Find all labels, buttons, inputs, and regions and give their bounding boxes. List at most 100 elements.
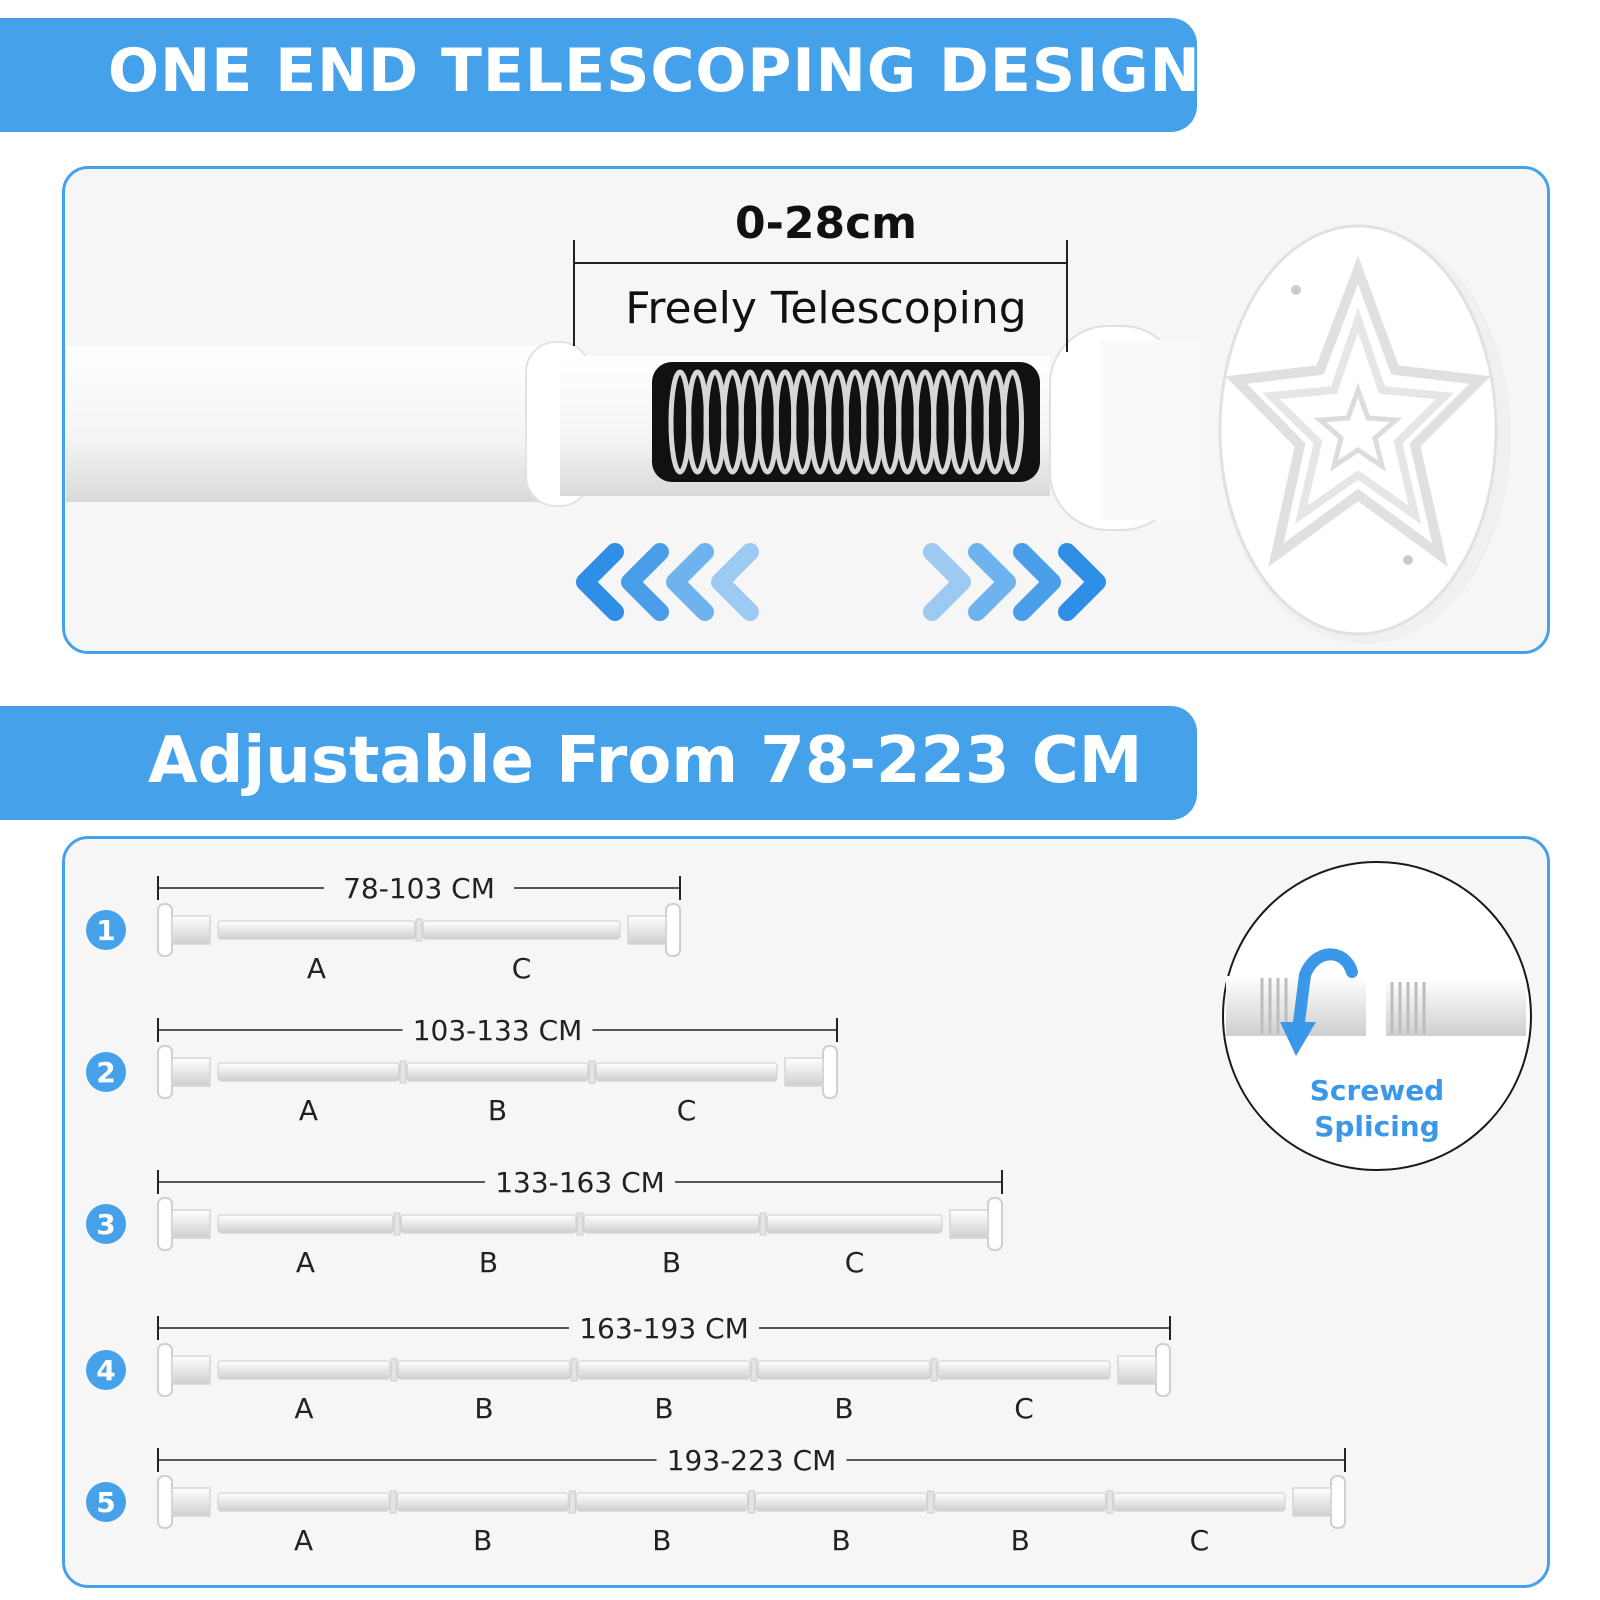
rod-end-cap bbox=[665, 903, 681, 957]
rod-end-cap bbox=[157, 1197, 173, 1251]
rod-segment bbox=[577, 1360, 751, 1380]
rod-segment bbox=[595, 1062, 778, 1082]
spring-coil bbox=[1001, 369, 1024, 475]
step-badge bbox=[86, 1482, 126, 1522]
rod-segment bbox=[1113, 1492, 1286, 1512]
banner-title: ONE END TELESCOPING DESIGN bbox=[108, 36, 1201, 106]
rod-end-sleeve bbox=[1292, 1487, 1332, 1517]
banner-telescoping: ONE END TELESCOPING DESIGN bbox=[0, 18, 1200, 132]
rod-segment bbox=[757, 1360, 931, 1380]
segment-label: B bbox=[488, 1094, 507, 1127]
rod-segment bbox=[937, 1360, 1111, 1380]
rod-end-sleeve bbox=[171, 1355, 211, 1385]
segment-joint bbox=[576, 1212, 584, 1236]
rod-segment bbox=[766, 1214, 943, 1234]
chevrons-left-icon bbox=[576, 543, 759, 621]
rod-segment bbox=[217, 1492, 390, 1512]
segment-joint bbox=[393, 1212, 401, 1236]
splicing-label-line1: Screwed bbox=[1310, 1074, 1444, 1107]
rod-segment bbox=[217, 1360, 391, 1380]
rod-end-cap bbox=[1155, 1343, 1171, 1397]
step-number: 1 bbox=[96, 914, 115, 947]
segment-joint bbox=[1106, 1490, 1114, 1514]
segment-label: A bbox=[294, 1524, 313, 1557]
chevrons-right-icon bbox=[923, 543, 1106, 621]
rod-end-cap bbox=[822, 1045, 838, 1099]
segment-label: A bbox=[307, 952, 326, 985]
rod-end-sleeve bbox=[784, 1057, 824, 1087]
rod-end-sleeve bbox=[171, 1209, 211, 1239]
segment-label: B bbox=[474, 1392, 493, 1425]
rod-segment bbox=[406, 1062, 589, 1082]
segment-joint bbox=[930, 1358, 938, 1382]
segment-joint bbox=[390, 1358, 398, 1382]
segment-label: C bbox=[677, 1094, 697, 1127]
segment-joint bbox=[759, 1212, 767, 1236]
step-number: 4 bbox=[96, 1354, 115, 1387]
rod-segment bbox=[754, 1492, 928, 1512]
rod-segment bbox=[217, 920, 416, 940]
rod-segment bbox=[422, 920, 621, 940]
step-badge bbox=[86, 1350, 126, 1390]
rod-segment bbox=[397, 1360, 571, 1380]
segment-label: C bbox=[1190, 1524, 1210, 1557]
segment-joint bbox=[568, 1490, 576, 1514]
segment-label: B bbox=[473, 1524, 492, 1557]
step-badge bbox=[86, 1052, 126, 1092]
config-range: 103-133 CM bbox=[413, 1014, 583, 1047]
segment-joint bbox=[415, 918, 423, 942]
segment-joint bbox=[748, 1490, 755, 1514]
segment-joint bbox=[389, 1490, 397, 1514]
config-range: 133-163 CM bbox=[495, 1166, 665, 1199]
step-number: 5 bbox=[96, 1486, 115, 1519]
rod-segment bbox=[575, 1492, 749, 1512]
segment-label: B bbox=[479, 1246, 498, 1279]
rod-end-sleeve bbox=[949, 1209, 989, 1239]
spring-icon bbox=[652, 362, 1040, 482]
config-range: 163-193 CM bbox=[579, 1312, 749, 1345]
rod-end-cap bbox=[157, 1343, 173, 1397]
threaded-tube-right bbox=[1386, 980, 1526, 1036]
length-configs: 1 78-103 CM A C 2 103-133 CM A B C 3 133-163 CM A B B… bbox=[86, 872, 1346, 1557]
segment-joint bbox=[588, 1060, 596, 1084]
segment-label: B bbox=[1011, 1524, 1030, 1557]
rod-segment bbox=[583, 1214, 760, 1234]
rotate-arrow-icon bbox=[1280, 948, 1358, 1056]
segment-label: B bbox=[662, 1246, 681, 1279]
step-badge bbox=[86, 910, 126, 950]
config-row: 2 103-133 CM A B C bbox=[86, 1014, 838, 1127]
step-number: 3 bbox=[96, 1208, 115, 1241]
segment-label: B bbox=[834, 1392, 853, 1425]
segment-label: B bbox=[652, 1524, 671, 1557]
rod-segment bbox=[400, 1214, 577, 1234]
rod-segment bbox=[217, 1062, 400, 1082]
segment-label: A bbox=[299, 1094, 318, 1127]
end-cap-star-icon bbox=[1218, 224, 1511, 644]
rod-end-sleeve bbox=[1117, 1355, 1157, 1385]
step-number: 2 bbox=[96, 1056, 115, 1089]
rod-end-cap bbox=[987, 1197, 1003, 1251]
segment-label: B bbox=[654, 1392, 673, 1425]
rod-segment bbox=[396, 1492, 569, 1512]
segment-label: B bbox=[831, 1524, 850, 1557]
rod-segment bbox=[217, 1214, 394, 1234]
segment-label: A bbox=[294, 1392, 313, 1425]
segment-label: C bbox=[512, 952, 532, 985]
splicing-label-line2: Splicing bbox=[1314, 1110, 1440, 1143]
banner-adjustable: Adjustable From 78-223 CM bbox=[0, 706, 1197, 820]
telescoping-dimension bbox=[573, 240, 1068, 352]
rod-end-sleeve bbox=[627, 915, 667, 945]
segment-joint bbox=[927, 1490, 935, 1514]
rod-end-sleeve bbox=[171, 1057, 211, 1087]
rod-end-cap bbox=[1330, 1475, 1346, 1529]
rod-end-cap bbox=[157, 1475, 173, 1529]
segment-joint bbox=[750, 1358, 758, 1382]
rod-end-cap bbox=[157, 903, 173, 957]
config-row: 1 78-103 CM A C bbox=[86, 872, 681, 985]
config-range: 78-103 CM bbox=[343, 872, 495, 905]
segment-label: A bbox=[296, 1246, 315, 1279]
